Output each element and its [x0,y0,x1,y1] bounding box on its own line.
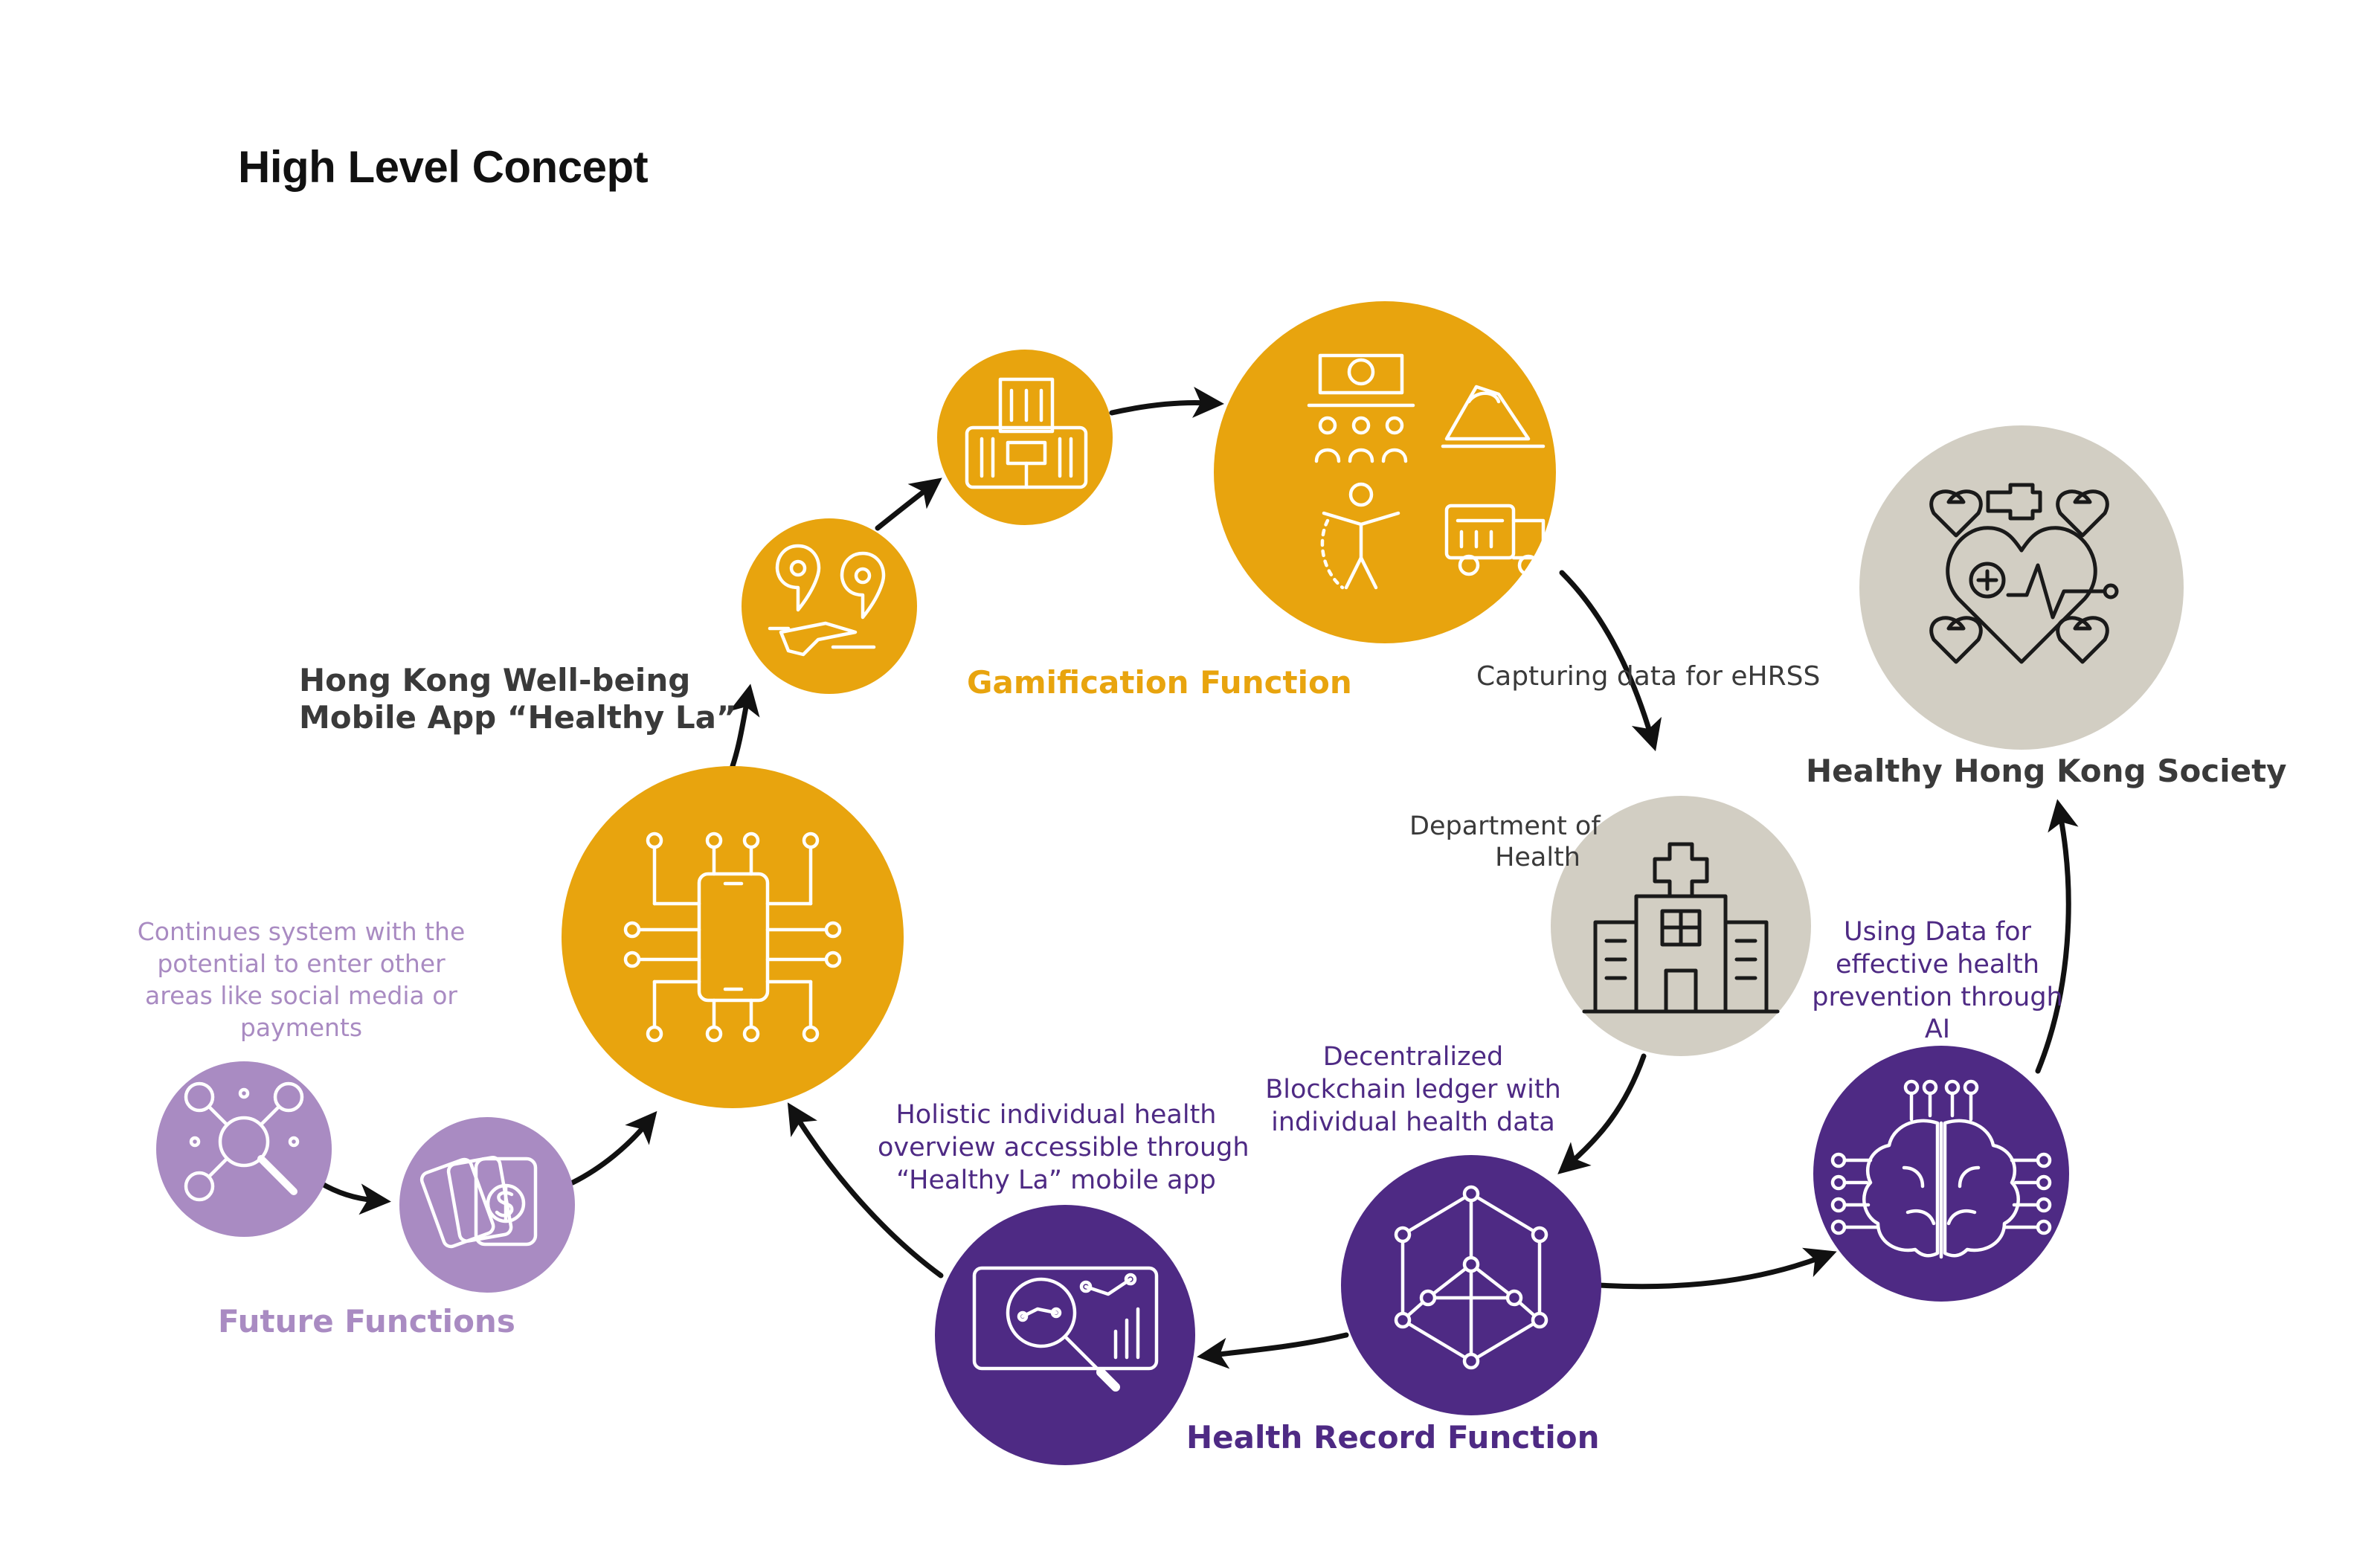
blockchain-label: Decentralized Blockchain ledger with ind… [1265,1042,1561,1137]
arrow-blockchain-to-ai [1596,1247,1837,1290]
arrow-activities-to-department [1559,570,1662,752]
map-pins-icon [768,544,886,657]
arrow-payments-to-hub [570,1110,657,1186]
future-functions-label: Future Functions [218,1303,515,1339]
node-network [156,1061,332,1237]
arrow-location-to-building [875,477,942,531]
node-analytics [935,1205,1195,1465]
ai-brain-icon [1830,1079,2052,1259]
arrow-network-to-payments [317,1180,391,1215]
arrow-ai-to-society [2035,799,2079,1074]
node-society [1859,425,2184,750]
smartphone-circuit-icon [623,832,842,1043]
hearts-heartbeat-icon [1929,483,2119,664]
arrow-building-to-activities [1109,386,1224,418]
page-title: High Level Concept [238,142,649,192]
connector-arrows [317,386,2079,1369]
node-department [1551,796,1811,1056]
hospital-icon [1582,842,1780,1014]
gamification-label: Gamification Function [967,664,1352,701]
payment-cards-icon [419,1156,538,1249]
node-blockchain [1341,1155,1601,1415]
node-location [742,518,917,694]
node-app-hub [562,766,904,1108]
using-data-label: Using Data for effective health preventi… [1812,917,2063,1045]
continues-system-label: Continues system with the potential to e… [137,917,466,1042]
analytics-magnifier-icon [972,1266,1159,1392]
capturing-data-label: Capturing data for eHRSS [1476,661,1821,692]
health-record-label: Health Record Function [1186,1419,1600,1456]
node-activities [1214,301,1556,643]
people-network-icon [184,1081,304,1202]
arrow-blockchain-to-analytics [1197,1332,1349,1369]
department-label: Department of Health [1409,811,1601,872]
holistic-label: Holistic individual health overview acce… [878,1100,1250,1195]
activities-icon [1307,353,1546,590]
node-building [937,350,1113,525]
blockchain-cube-icon [1394,1185,1548,1370]
arrow-analytics-to-hub [787,1102,944,1279]
arrow-department-to-blockchain [1557,1053,1647,1174]
healthy-society-label: Healthy Hong Kong Society [1806,753,2287,789]
node-payments [399,1117,575,1293]
node-ai [1813,1046,2069,1302]
building-icon [965,377,1088,489]
app-name-label: Hong Kong Well-being Mobile App “Healthy… [299,662,737,736]
arrow-hub-to-location [729,684,760,769]
